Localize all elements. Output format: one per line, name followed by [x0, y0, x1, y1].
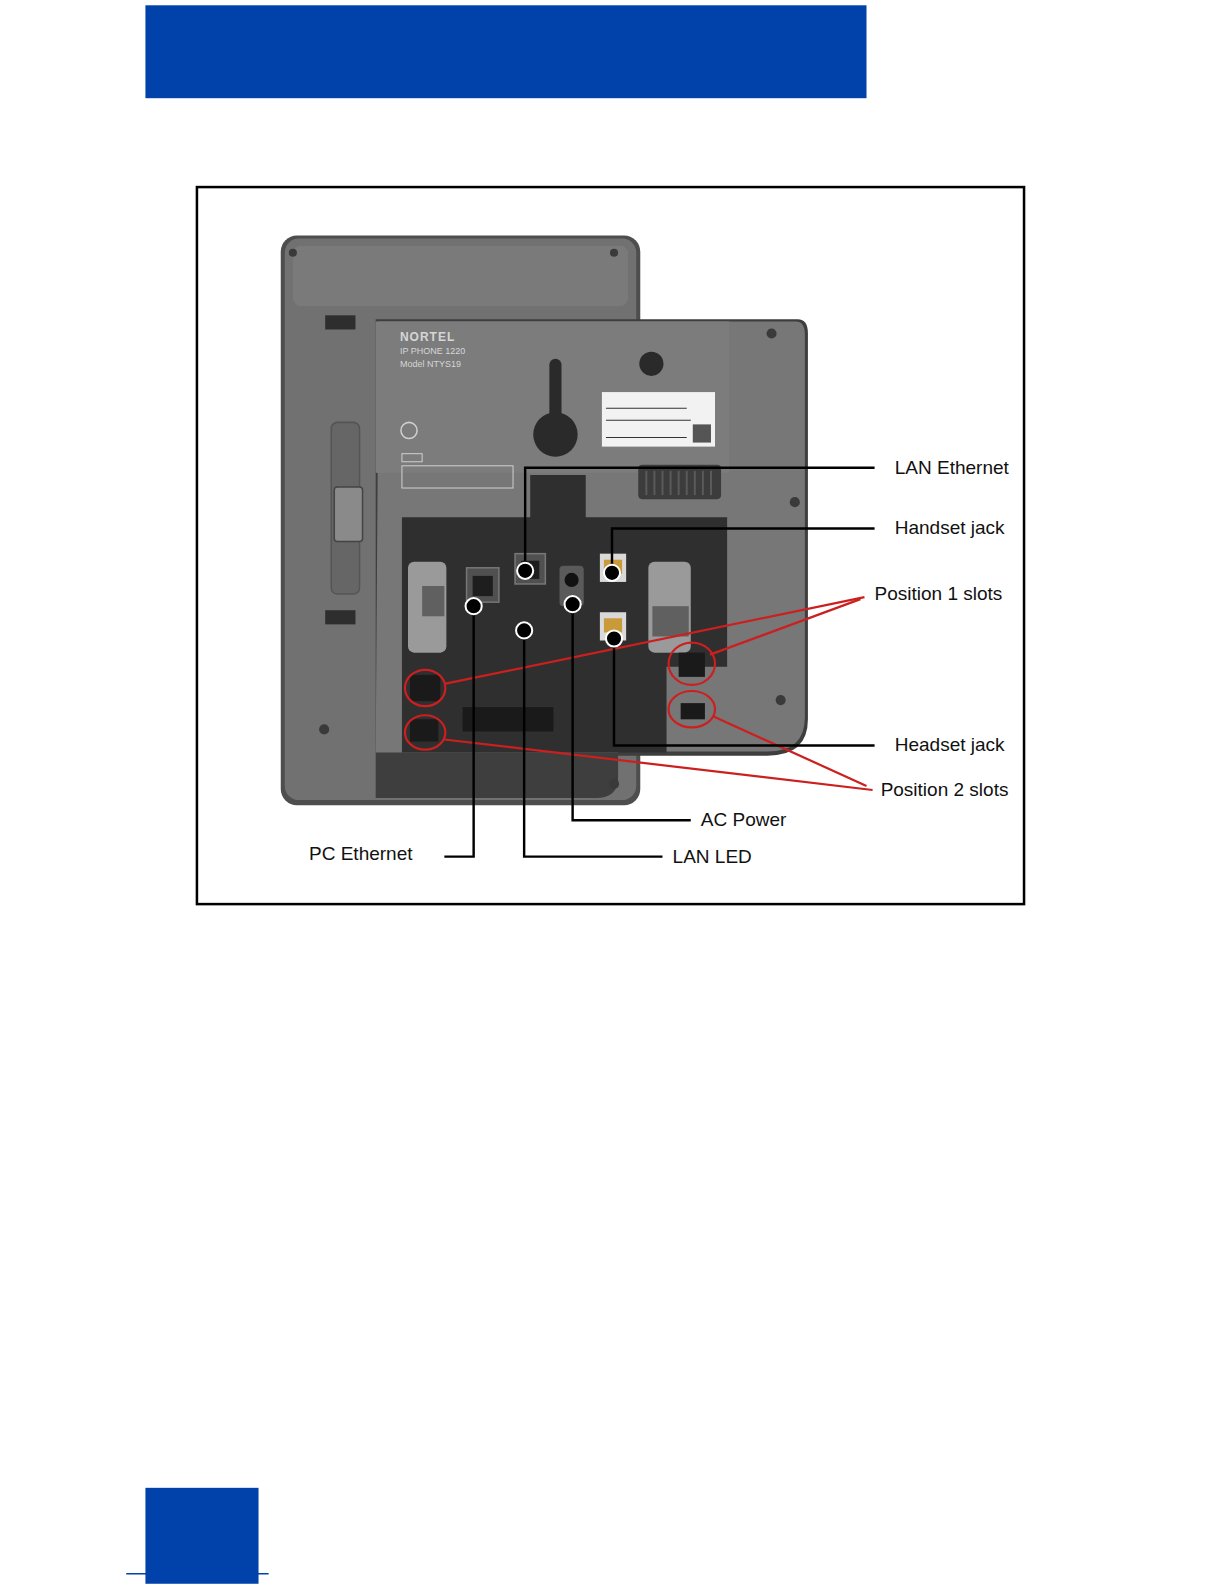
drawing-part [463, 707, 554, 731]
drawing-part [473, 576, 493, 596]
drawing-part [408, 562, 446, 653]
drawing-part [678, 471, 680, 495]
drawing-part [669, 643, 715, 685]
drawing-part [376, 321, 729, 472]
part-label: Position 1 slots [875, 583, 1003, 605]
drawing-part [565, 596, 581, 612]
drawing-part [606, 420, 691, 421]
drawing-part [614, 638, 875, 745]
header-bar [145, 5, 866, 98]
drawing-part [767, 328, 777, 338]
drawing-part [401, 422, 417, 438]
drawing-part [444, 606, 473, 856]
drawing-part [670, 471, 672, 495]
drawing-part [606, 630, 622, 646]
drawing-part [606, 408, 687, 409]
drawing-part [710, 471, 712, 495]
drawing-part [376, 321, 805, 752]
leader-dots [466, 563, 623, 647]
drawing-part [693, 424, 711, 442]
drawing-part [293, 246, 628, 307]
drawing-part [606, 408, 691, 437]
drawing-part [319, 724, 329, 734]
drawing-part [289, 249, 297, 257]
drawing-part [402, 475, 727, 753]
drawing-part [467, 568, 499, 602]
drawing-part [524, 630, 662, 856]
drawing-part [776, 695, 786, 705]
drawing-part [525, 468, 874, 571]
drawing-part [444, 597, 864, 684]
drawing-part [702, 471, 704, 495]
drawing-part [410, 719, 438, 741]
drawing-part [376, 319, 808, 798]
drawing-part [517, 563, 533, 579]
drawing-part [652, 606, 688, 636]
drawing-part [516, 622, 532, 638]
drawing-part [334, 487, 362, 542]
drawing-part [565, 573, 579, 587]
drawing-part [606, 437, 687, 438]
drawing-part [648, 562, 690, 653]
part-label: LAN Ethernet [895, 457, 1009, 479]
drawing-part [681, 703, 705, 719]
drawing-part [710, 599, 860, 655]
page-tab [145, 1488, 258, 1584]
drawing-part [325, 315, 355, 329]
figure-frame [197, 187, 1024, 904]
drawing-part [422, 586, 444, 616]
drawing-part [661, 471, 663, 495]
drawing-part [602, 392, 715, 447]
drawing-part [533, 412, 577, 456]
drawing-part [612, 528, 875, 572]
part-label: Position 2 slots [881, 779, 1009, 801]
drawing-part [573, 604, 691, 820]
leader-lines [444, 468, 874, 857]
connector-cavity [402, 475, 727, 753]
drawing-part [609, 779, 619, 789]
drawing-part [638, 465, 721, 499]
drawing-part [694, 471, 696, 495]
drawing-part [646, 471, 711, 495]
drawing-part [610, 249, 618, 257]
drawing-part [402, 466, 513, 488]
drawing-part [686, 471, 688, 495]
model-text: Model NTYS19 [400, 360, 461, 370]
drawing-part [645, 471, 647, 495]
drawing-part [713, 716, 867, 786]
drawing-part [679, 653, 705, 677]
phone-body [281, 236, 808, 806]
drawing-part [466, 598, 482, 614]
drawing-part [653, 471, 655, 495]
footer-rule [126, 1573, 268, 1575]
slot-markers [405, 597, 873, 790]
part-label: Handset jack [895, 517, 1005, 539]
drawing-part [402, 454, 422, 462]
drawing-part [444, 739, 872, 789]
drawing-part [639, 352, 663, 376]
drawing-part [515, 554, 545, 584]
part-label: PC Ethernet [309, 843, 413, 865]
part-label: AC Power [701, 809, 787, 831]
model-text: IP PHONE 1220 [400, 348, 465, 358]
drawing-part [325, 610, 355, 624]
drawing-part [405, 715, 445, 749]
part-label: LAN LED [673, 846, 752, 868]
drawing-part [405, 670, 445, 706]
part-label: Headset jack [895, 734, 1005, 756]
drawing-part [669, 691, 715, 727]
drawing-part [790, 497, 800, 507]
brand-mark: NORTEL [400, 332, 455, 345]
drawing-part [549, 359, 561, 420]
drawing-part [604, 565, 620, 581]
drawing-part [410, 675, 440, 701]
